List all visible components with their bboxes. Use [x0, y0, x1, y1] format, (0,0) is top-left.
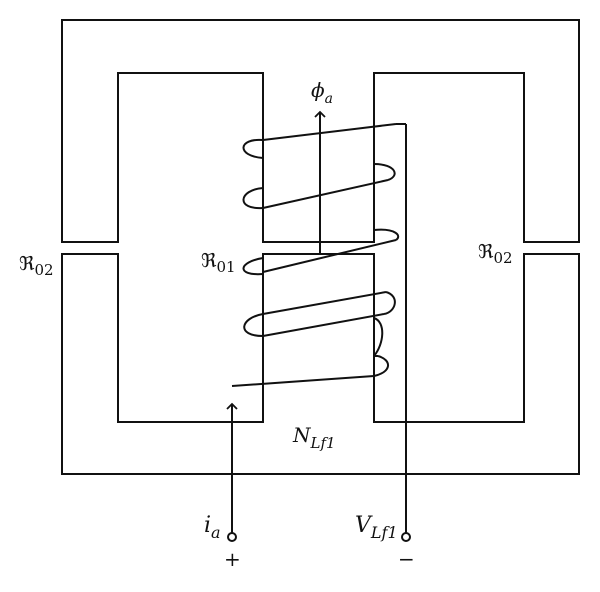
- center-gap-reluctance-label: ℜ01: [201, 250, 236, 276]
- lower-core-outline: [61, 253, 580, 475]
- flux-label: ϕa: [311, 78, 333, 107]
- upper-core-outline: [61, 19, 580, 243]
- left-gap-reluctance-label: ℜ02: [19, 253, 54, 279]
- minus-sign: −: [398, 547, 415, 571]
- turns-label: NLf1: [292, 423, 336, 452]
- center-leg-winding: [231, 123, 407, 533]
- right-gap-reluctance-label: ℜ02: [478, 241, 513, 267]
- voltage-label: VLf1: [355, 513, 398, 542]
- positive-terminal: [227, 532, 237, 542]
- current-label: ia: [204, 513, 221, 542]
- plus-sign: +: [224, 547, 241, 571]
- negative-terminal: [401, 532, 411, 542]
- magnetic-core: [61, 19, 580, 475]
